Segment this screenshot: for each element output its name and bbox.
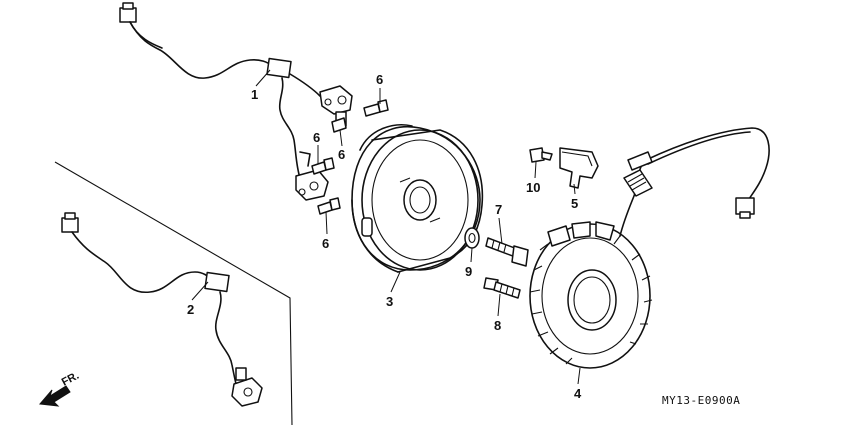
callout-3: 3 [386, 294, 393, 309]
callout-7: 7 [495, 202, 502, 217]
bolt-8 [483, 277, 521, 299]
callout-6-top: 6 [376, 72, 383, 87]
stator-4 [529, 221, 653, 369]
diagram-code: MY13-E0900A [662, 394, 740, 407]
bolt-10 [529, 147, 553, 163]
flywheel-rotor-3 [351, 124, 484, 273]
arrow-down-left-icon [39, 385, 71, 407]
inset-panel [54, 161, 293, 425]
bolt-6-low [317, 197, 341, 215]
callout-6-low: 6 [322, 236, 329, 251]
callout-6-mid: 6 [338, 147, 345, 162]
front-direction-indicator: FR. [39, 370, 81, 407]
front-label: FR. [60, 370, 81, 389]
harness-clamp-5 [559, 147, 599, 189]
callout-1: 1 [251, 87, 258, 102]
flange-bolt-7 [485, 237, 529, 267]
callout-5: 5 [571, 196, 578, 211]
bolt-6-top [363, 99, 389, 117]
bolt-6-left [311, 157, 335, 175]
callout-8: 8 [494, 318, 501, 333]
callout-4: 4 [574, 386, 582, 401]
bolt-6-mid [331, 117, 347, 133]
callout-2: 2 [187, 302, 194, 317]
washer-9 [464, 227, 480, 249]
callout-6-left: 6 [313, 130, 320, 145]
callout-10: 10 [526, 180, 540, 195]
stator-harness [619, 127, 770, 237]
pulse-generator-harness-2 [61, 212, 263, 407]
callout-9: 9 [465, 264, 472, 279]
leader-lines [191, 69, 581, 385]
